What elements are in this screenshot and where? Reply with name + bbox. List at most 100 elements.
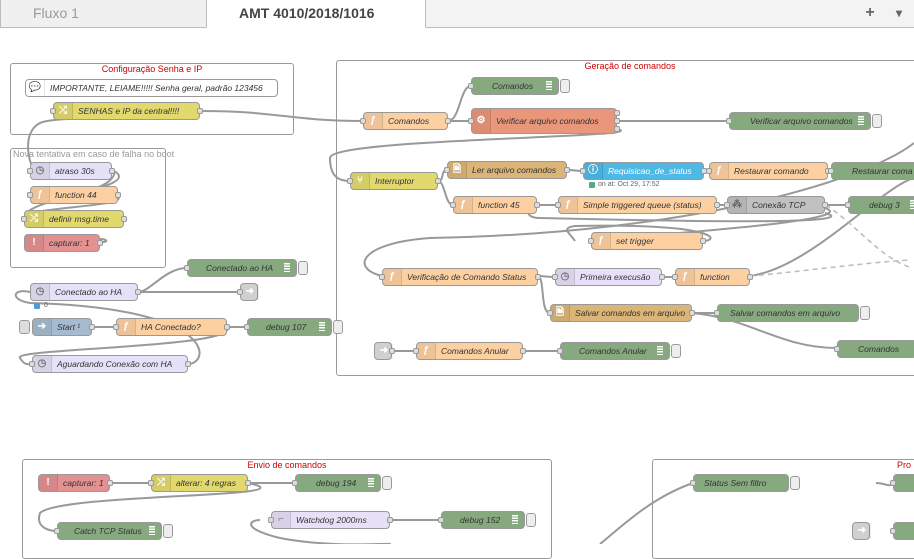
inject-button[interactable] [19, 320, 30, 334]
output-port[interactable] [520, 348, 526, 354]
input-port[interactable] [890, 528, 896, 534]
link-out-node[interactable]: ➜ [237, 283, 259, 301]
node-conectado-ha[interactable]: ◷ Conectado ao HA [30, 283, 141, 301]
input-port[interactable] [413, 348, 419, 354]
input-port[interactable] [588, 238, 594, 244]
node-primeira-execucao[interactable]: ◷ Primeira execusão [552, 268, 665, 286]
output-port[interactable] [534, 202, 540, 208]
output-port[interactable] [387, 517, 393, 523]
http-node-requisicao[interactable]: ⓘ Requisicao_de_status [580, 162, 707, 180]
output-port[interactable] [700, 238, 706, 244]
node-watchdog[interactable]: ⌐ Watchdog 2000ms [268, 511, 393, 529]
input-port[interactable] [29, 361, 35, 367]
input-port[interactable] [547, 310, 553, 316]
debug-toggle-button[interactable] [671, 344, 681, 358]
input-port[interactable] [714, 310, 720, 316]
group-configuracao[interactable]: Configuração Senha e IP [10, 63, 294, 135]
output-port[interactable] [97, 240, 103, 246]
function-node-verificacao[interactable]: ƒ Verificação de Comando Status [379, 268, 541, 286]
function-node-simple-queue[interactable]: ƒ Simple triggered queue (status) [555, 196, 720, 214]
output-port[interactable] [614, 126, 620, 132]
function-node-restaurar[interactable]: ƒ Restaurar comando [706, 162, 831, 180]
input-port[interactable] [184, 265, 190, 271]
debug-toggle-button[interactable] [298, 261, 308, 275]
output-port[interactable] [689, 310, 695, 316]
group-geracao-comandos[interactable]: Geração de comandos [336, 60, 914, 376]
debug-toggle-button[interactable] [163, 524, 173, 538]
input-port[interactable] [54, 528, 60, 534]
tab-fluxo-1[interactable]: Fluxo 1 [0, 0, 220, 28]
input-port[interactable] [50, 108, 56, 114]
debug-node-comandos[interactable]: Comandos [468, 77, 570, 95]
debug-node-status-sem-filtro[interactable]: Status Sem filtro [690, 474, 800, 492]
delay-node-atraso[interactable]: ◷ atraso 30s [27, 162, 115, 180]
change-node-alterar[interactable]: ⤮ alterar: 4 regras [148, 474, 251, 492]
debug-node-right-edge-2[interactable] [890, 522, 914, 540]
function-node-set-trigger[interactable]: ƒ set trigger [588, 232, 706, 250]
inject-node-start[interactable]: ➔ Start ¹ [19, 318, 95, 336]
output-port[interactable] [714, 202, 720, 208]
input-port[interactable] [890, 480, 896, 486]
debug-toggle-button[interactable] [526, 513, 536, 527]
debug-toggle-button[interactable] [560, 79, 570, 93]
exec-node-verificar-arquivo[interactable]: ⚙ Verificar arquivo comandos [468, 108, 620, 134]
input-port[interactable] [21, 216, 27, 222]
debug-toggle-button[interactable] [333, 320, 343, 334]
output-port[interactable] [135, 289, 141, 295]
output-port[interactable] [389, 348, 395, 354]
output-port[interactable] [115, 192, 121, 198]
input-port[interactable] [379, 274, 385, 280]
debug-node-comandos-2[interactable]: Comandos [834, 340, 914, 358]
output-port[interactable] [224, 324, 230, 330]
debug-node-salvar[interactable]: Salvar comandos em arquivo [714, 304, 870, 322]
input-port[interactable] [690, 480, 696, 486]
input-port[interactable] [555, 202, 561, 208]
function-node-44[interactable]: ƒ function 44 [27, 186, 121, 204]
debug-node-152[interactable]: debug 152 [438, 511, 536, 529]
debug-toggle-button[interactable] [382, 476, 392, 490]
input-port[interactable] [148, 480, 154, 486]
change-node-senhas[interactable]: ⤮ SENHAS e IP da central!!!! [50, 102, 203, 120]
input-port[interactable] [552, 274, 558, 280]
output-port[interactable] [245, 480, 251, 486]
output-port[interactable] [535, 274, 541, 280]
file-node-ler-arquivo[interactable]: 🗎 Ler arquivo comandos [444, 161, 570, 179]
tab-menu-button[interactable]: ▾ [895, 6, 903, 20]
debug-toggle-button[interactable] [872, 114, 882, 128]
output-port[interactable] [747, 274, 753, 280]
catch-node-capturar[interactable]: ! capturar: 1 [24, 234, 103, 252]
input-port[interactable] [845, 202, 851, 208]
input-port[interactable] [834, 346, 840, 352]
function-node-45[interactable]: ƒ function 45 [450, 196, 540, 214]
input-port[interactable] [113, 324, 119, 330]
comment-node-importante[interactable]: 💬 IMPORTANTE, LEIAME!!!!! Senha geral, p… [25, 79, 278, 97]
output-port[interactable] [185, 361, 191, 367]
debug-node-catch-tcp[interactable]: Catch TCP Status [54, 522, 173, 540]
debug-toggle-button[interactable] [860, 306, 870, 320]
input-port[interactable] [237, 289, 243, 295]
output-port[interactable] [89, 324, 95, 330]
input-port[interactable] [706, 168, 712, 174]
debug-node-3[interactable]: debug 3 [845, 196, 914, 214]
output-port[interactable] [121, 216, 127, 222]
output-port[interactable] [107, 480, 113, 486]
function-node-ha-conectado[interactable]: ƒ HA Conectado? [113, 318, 230, 336]
input-port[interactable] [438, 517, 444, 523]
output-port[interactable] [659, 274, 665, 280]
input-port[interactable] [580, 168, 586, 174]
input-port[interactable] [268, 517, 274, 523]
input-port[interactable] [450, 202, 456, 208]
output-port[interactable] [564, 167, 570, 173]
output-port[interactable] [822, 202, 828, 208]
input-port[interactable] [27, 192, 33, 198]
switch-node-interruptor[interactable]: ⑂ Interruptor [347, 172, 441, 190]
tab-amt-4010[interactable]: AMT 4010/2018/1016 [206, 0, 426, 28]
function-node-function[interactable]: ƒ function [672, 268, 753, 286]
input-port[interactable] [244, 324, 250, 330]
input-port[interactable] [672, 274, 678, 280]
debug-node-194[interactable]: debug 194 [292, 474, 392, 492]
input-port[interactable] [468, 118, 474, 124]
debug-toggle-button[interactable] [790, 476, 800, 490]
catch-node-capturar-envio[interactable]: ! capturar: 1 [38, 474, 113, 492]
input-port[interactable] [360, 118, 366, 124]
